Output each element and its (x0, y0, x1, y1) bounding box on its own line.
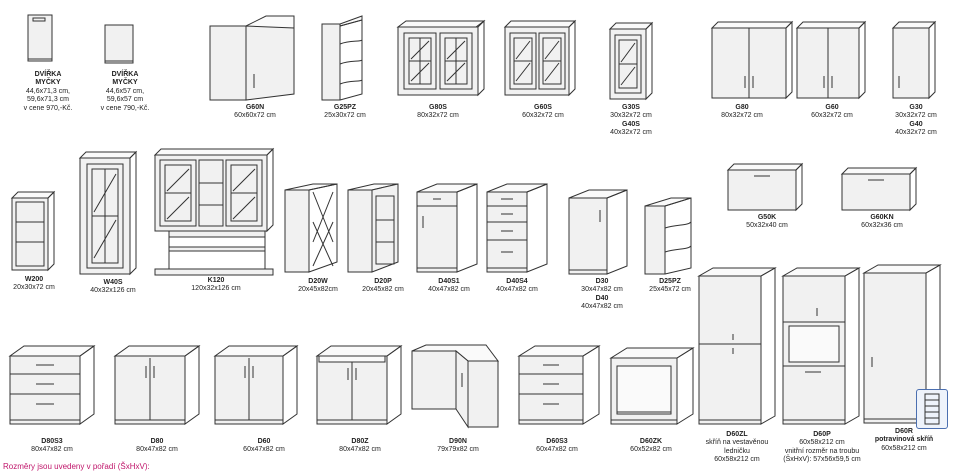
g30-drawing (891, 20, 937, 100)
d60zl-drawing (697, 266, 777, 426)
d60zk-drawing (609, 346, 695, 426)
d80s3-drawing (8, 344, 96, 426)
g60kn-drawing (840, 166, 918, 212)
d60p-drawing (781, 266, 861, 426)
d80-drawing (113, 344, 201, 426)
dimensions-note: Rozměry jsou uvedeny v pořadí (ŠxHxV): (3, 462, 150, 471)
g60-drawing (795, 20, 867, 100)
d40s1-drawing (415, 182, 479, 274)
g25pz-drawing (320, 14, 364, 102)
g80-drawing (710, 20, 794, 100)
g60n-drawing (208, 14, 296, 102)
g60s-drawing (503, 19, 577, 97)
d20w-drawing (283, 182, 339, 274)
d25pz-drawing (643, 196, 693, 276)
d30-drawing (567, 188, 629, 276)
g50k-drawing (726, 162, 804, 212)
d60s3-drawing (517, 344, 601, 426)
d60r-drawing (862, 263, 942, 425)
dishwasher-door-1-drawing (27, 14, 53, 62)
d40s4-drawing (485, 182, 549, 274)
k120-drawing (153, 147, 277, 277)
d20p-drawing (346, 182, 400, 274)
w200-drawing (10, 190, 56, 272)
d90n-drawing (410, 343, 500, 429)
g80s-drawing (396, 19, 486, 97)
w40s-drawing (78, 150, 138, 276)
d80z-drawing (315, 344, 403, 426)
g30s-drawing (608, 21, 654, 101)
dishwasher-door-2-drawing (104, 24, 134, 64)
d60-drawing (213, 344, 299, 426)
pantry-rack-icon (916, 389, 948, 429)
